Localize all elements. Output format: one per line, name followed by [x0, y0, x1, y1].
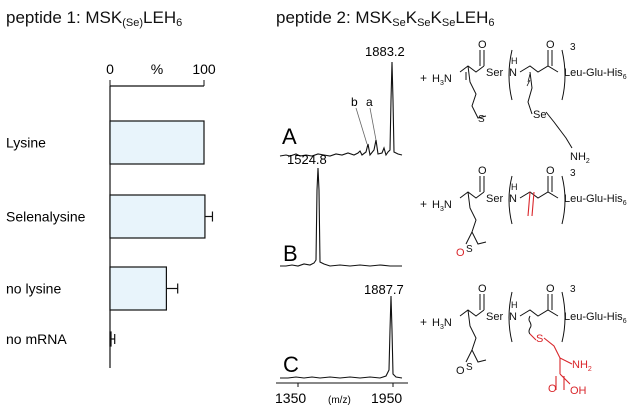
mz-axis-min: 1350 [275, 390, 306, 406]
structure-c-h3n: H3N [432, 317, 452, 331]
structure-c-bonds [459, 294, 487, 363]
structure-c-backbone [519, 294, 559, 317]
structure-a-tail: Leu-Glu-His6 [564, 67, 627, 81]
structure-c-oh: OH [570, 385, 587, 397]
structure-b-bracket [508, 175, 566, 225]
structure-b-tail: Leu-Glu-His6 [564, 193, 627, 207]
structure-b-ser: Ser [486, 193, 503, 205]
bar-3 [109, 331, 112, 347]
structure-b-s: S [466, 244, 473, 255]
x-tick-label-2: 100 [192, 61, 216, 77]
structure-c-bracket [508, 291, 566, 343]
bar-1 [109, 194, 206, 239]
chemical-structures: + H3N O Ser H N O 3 Leu-Glu-His6 Se NH2 … [420, 39, 627, 397]
structure-c-met-s: S [466, 362, 473, 373]
structure-c [459, 291, 573, 390]
mass-spectra: b a 1883.2 A 1524.8 B 1887.7 C 1350 (m/z… [275, 44, 408, 406]
category-label-0: Lysine [6, 135, 46, 151]
spectrum-a: b a 1883.2 A [279, 44, 405, 157]
structure-a-wedge [526, 73, 531, 87]
structure-a-sidechain [527, 71, 573, 149]
bar-2 [109, 266, 168, 311]
spectrum-c-peak-label: 1887.7 [364, 282, 404, 297]
category-label-3: no mRNA [6, 331, 67, 347]
structure-b-backbone-o: O [546, 165, 555, 177]
structure-c-nh-h: H [511, 300, 518, 310]
structure-b-dehydro-bond [527, 191, 535, 217]
structure-c-wavy [528, 315, 532, 335]
spectrum-b-panel-label: B [283, 241, 298, 266]
structure-a-nh-h: H [511, 56, 518, 66]
x-tick-label-0: 0 [106, 61, 114, 77]
spectrum-a-peak-label: 1883.2 [365, 44, 405, 59]
structure-a-bonds [459, 50, 487, 119]
spectrum-b: 1524.8 B [280, 152, 402, 267]
structure-c-nh2: NH2 [572, 359, 592, 373]
structure-c-sulfoxide-o: O [456, 365, 465, 377]
structure-c-repeat: 3 [570, 284, 576, 295]
structure-a-o: O [478, 39, 487, 51]
spectrum-a-callout-a [369, 107, 377, 141]
structure-b-backbone [519, 176, 559, 199]
structure-a-plus: + [420, 71, 427, 85]
structure-c-o2: O [548, 383, 557, 395]
category-label-2: no lysine [6, 281, 61, 297]
mz-axis-max: 1950 [371, 390, 402, 406]
spectrum-c: 1887.7 C [280, 282, 404, 379]
mz-axis-unit: (m/z) [328, 395, 351, 406]
structure-a-bracket [508, 49, 566, 101]
structure-a-nh-n: N [509, 67, 517, 79]
structure-a-se: Se [533, 109, 546, 121]
bar-0 [109, 120, 205, 165]
x-tick-label-1: % [151, 61, 163, 77]
structure-a-repeat: 3 [570, 42, 576, 53]
peptide2-title: peptide 2: MSKSeKSeKSeLEH6 [276, 8, 495, 29]
structure-b-nh-h: H [511, 182, 518, 192]
spectrum-b-peak-label: 1524.8 [287, 152, 327, 167]
spectrum-a-label-a: a [366, 95, 373, 109]
structure-a-h3n: H3N [432, 73, 452, 87]
category-label-1: Selenalysine [6, 209, 86, 225]
structure-c-o: O [478, 283, 487, 295]
structure-a-backbone-o: O [546, 39, 555, 51]
structure-b-sulfoxide-o: O [456, 247, 465, 259]
structure-c-sidechain [529, 333, 573, 390]
spectrum-b-trace [280, 167, 402, 267]
peptide1-title: peptide 1: MSK(Se)LEH6 [6, 8, 183, 29]
spectrum-c-panel-label: C [283, 352, 299, 377]
structure-b-nh-n: N [509, 193, 517, 205]
structure-b-o: O [478, 165, 487, 177]
structure-c-tail: Leu-Glu-His6 [564, 311, 627, 325]
structure-b [459, 175, 566, 245]
spectrum-a-callout-b [355, 107, 368, 145]
structure-b-plus: + [420, 197, 427, 211]
structure-a-backbone [519, 50, 559, 73]
structure-a [459, 49, 573, 149]
structure-a-ser: Ser [486, 67, 503, 79]
structure-c-backbone-o: O [546, 283, 555, 295]
spectrum-a-trace [279, 61, 403, 157]
structure-b-bonds [459, 176, 487, 245]
spectrum-a-label-b: b [351, 95, 358, 109]
structure-c-ser: Ser [486, 311, 503, 323]
structure-c-s: S [536, 333, 543, 345]
spectrum-c-trace [280, 295, 403, 379]
structure-c-nh-n: N [509, 311, 517, 323]
structure-b-h3n: H3N [432, 199, 452, 213]
spectrum-a-panel-label: A [282, 124, 297, 149]
structure-a-nh2: NH2 [570, 151, 590, 165]
structure-c-plus: + [420, 315, 427, 329]
structure-b-repeat: 3 [570, 168, 576, 179]
structure-a-met-s: S [478, 114, 485, 125]
